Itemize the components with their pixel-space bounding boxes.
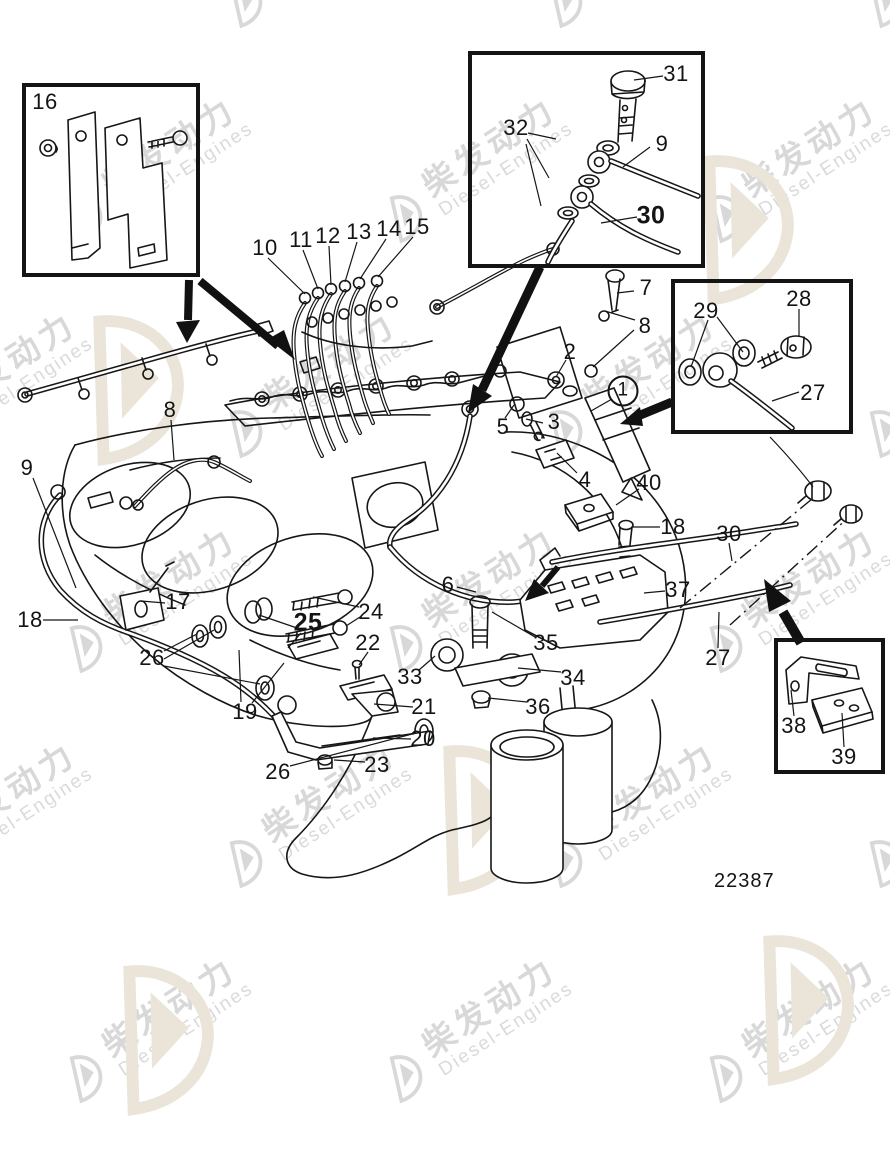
arrow-shield bbox=[539, 565, 561, 588]
figure-number: 22387 bbox=[714, 870, 775, 892]
inset-br-parts bbox=[785, 656, 874, 734]
inset-right-parts bbox=[678, 335, 812, 428]
pump-fittings bbox=[301, 242, 560, 349]
arrow-br-inset bbox=[778, 609, 806, 646]
oil-filters bbox=[490, 707, 613, 884]
locator-arrows bbox=[176, 265, 806, 646]
clamp-17 bbox=[119, 561, 175, 631]
fuel-return-pipe-left bbox=[17, 320, 321, 403]
bracket-hardware bbox=[191, 589, 434, 770]
pipe-clamp-33-36 bbox=[430, 595, 541, 709]
injection-pipes bbox=[291, 274, 391, 458]
arrow-16a bbox=[184, 279, 193, 321]
arrow-16b bbox=[197, 277, 281, 350]
leak-off-line-8 bbox=[132, 455, 252, 511]
leak-off-rail bbox=[229, 364, 507, 407]
fuel-hose-9 bbox=[41, 484, 296, 746]
arrow-right-inset bbox=[636, 397, 674, 421]
inset-16-parts bbox=[39, 111, 188, 269]
heat-shield-37 bbox=[519, 547, 669, 649]
inset-top-parts bbox=[548, 70, 698, 262]
arrow-top-inset bbox=[477, 265, 545, 392]
